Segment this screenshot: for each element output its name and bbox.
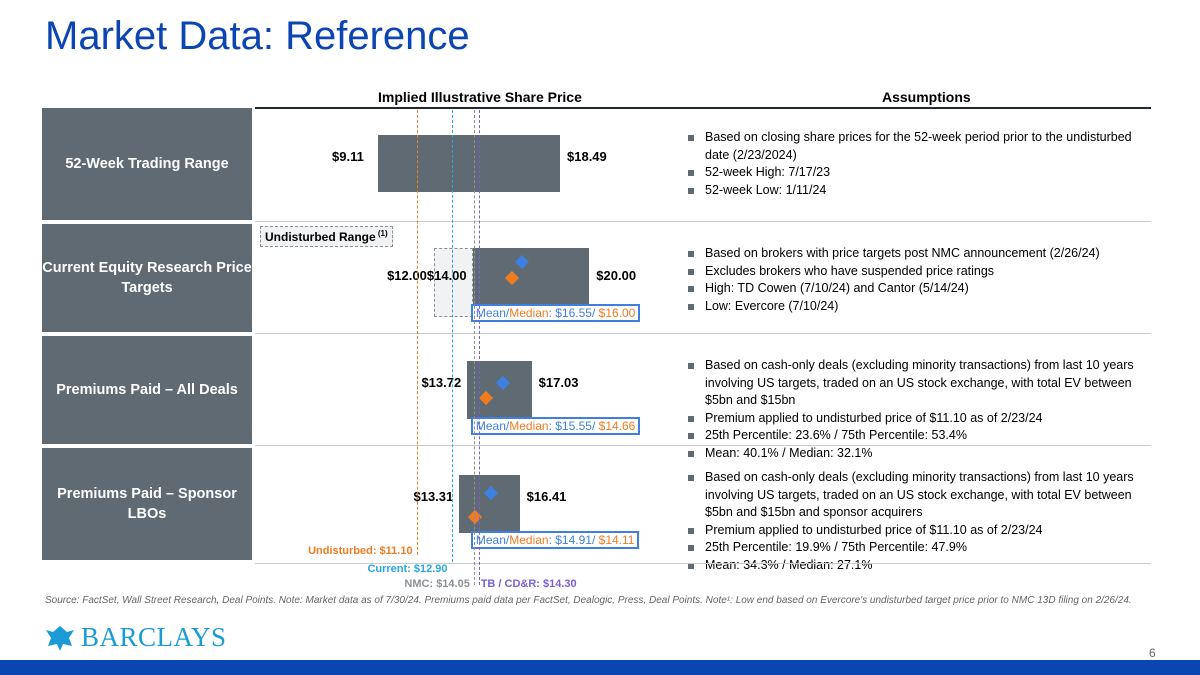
reference-line-label: Undisturbed: $11.10	[308, 545, 413, 557]
range-bar	[378, 135, 560, 192]
assumption-item: 25th Percentile: 19.9% / 75th Percentile…	[686, 539, 1156, 557]
low-label: $13.31	[413, 489, 454, 504]
row-label: Premiums Paid – Sponsor LBOs	[42, 448, 252, 560]
assumption-item: 25th Percentile: 23.6% / 75th Percentile…	[686, 427, 1156, 445]
low-label: $13.72	[421, 375, 462, 390]
assumption-item: Premium applied to undisturbed price of …	[686, 522, 1156, 540]
mean-median-part: $16.00	[598, 306, 636, 320]
chart-header: Implied Illustrative Share Price	[378, 89, 582, 105]
footnote: Source: FactSet, Wall Street Research, D…	[45, 595, 1132, 606]
page-number: 6	[1149, 646, 1156, 660]
assumptions-list: Based on brokers with price targets post…	[686, 245, 1156, 315]
row-divider	[255, 445, 1151, 446]
mean-median-part: Mean/	[475, 419, 510, 433]
mean-median-part: Median	[509, 419, 549, 433]
mean-median-part: $14.11	[598, 533, 635, 547]
row-label: 52-Week Trading Range	[42, 108, 252, 220]
reference-line	[451, 110, 453, 562]
assumption-item: Excludes brokers who have suspended pric…	[686, 263, 1156, 281]
bottom-divider	[255, 563, 1151, 564]
assumptions-list: Based on cash-only deals (excluding mino…	[686, 357, 1156, 462]
mean-median-label: Mean/Median: $14.91/ $14.11	[470, 531, 640, 549]
ext-low-label: $12.00	[387, 267, 427, 283]
assumption-item: Mean: 40.1% / Median: 32.1%	[686, 445, 1156, 463]
assumption-item: Based on cash-only deals (excluding mino…	[686, 469, 1156, 522]
assumptions-list: Based on cash-only deals (excluding mino…	[686, 469, 1156, 574]
row-divider	[255, 221, 1151, 222]
range-bar	[459, 475, 520, 533]
range-bar	[467, 361, 532, 419]
high-label: $16.41	[526, 489, 567, 504]
assumption-item: 52-week Low: 1/11/24	[686, 182, 1156, 200]
mean-median-part: Mean/	[475, 533, 510, 547]
undisturbed-range-legend: Undisturbed Range (1)	[260, 226, 393, 247]
high-label: $18.49	[567, 148, 607, 164]
reference-line-label: Current: $12.90	[367, 563, 448, 575]
reference-line	[478, 110, 480, 585]
assumption-item: Low: Evercore (7/10/24)	[686, 298, 1156, 316]
mean-median-part: : $15.55/	[548, 419, 599, 433]
assumption-item: Mean: 34.3% / Median: 27.1%	[686, 557, 1156, 575]
mean-median-label: Mean/Median: $15.55/ $14.66	[470, 417, 641, 435]
mean-median-part: : $14.91/	[548, 533, 599, 547]
page-title: Market Data: Reference	[45, 14, 470, 58]
mean-median-part: Mean/	[475, 306, 510, 320]
eagle-icon	[46, 625, 74, 651]
low-label: $14.00	[426, 267, 467, 283]
assumption-item: Premium applied to undisturbed price of …	[686, 410, 1156, 428]
assumption-item: Based on closing share prices for the 52…	[686, 129, 1156, 164]
logo-text: BARCLAYS	[81, 622, 227, 652]
mean-median-part: : $16.55/	[548, 306, 599, 320]
low-label: $9.11	[332, 148, 364, 164]
assumption-item: High: TD Cowen (7/10/24) and Cantor (5/1…	[686, 280, 1156, 298]
assumption-item: 52-week High: 7/17/23	[686, 164, 1156, 182]
barclays-logo: BARCLAYS	[45, 622, 227, 653]
row-divider	[255, 333, 1151, 334]
high-label: $17.03	[538, 375, 579, 390]
reference-line-label: NMC: $14.05	[404, 578, 470, 590]
mean-median-part: $14.66	[598, 419, 636, 433]
mean-median-part: Median	[509, 533, 549, 547]
row-label: Current Equity Research Price Targets	[42, 224, 252, 332]
mean-median-label: Mean/Median: $16.55/ $16.00	[470, 304, 641, 322]
mean-median-part: Median	[509, 306, 549, 320]
assumption-item: Based on cash-only deals (excluding mino…	[686, 357, 1156, 410]
assumptions-header: Assumptions	[882, 89, 971, 105]
assumption-item: Based on brokers with price targets post…	[686, 245, 1156, 263]
footer-bar	[0, 660, 1200, 675]
reference-line	[473, 110, 475, 585]
reference-line-label: TB / CD&R: $14.30	[480, 578, 577, 590]
reference-line	[416, 110, 418, 555]
row-label: Premiums Paid – All Deals	[42, 336, 252, 444]
assumptions-list: Based on closing share prices for the 52…	[686, 129, 1156, 199]
undisturbed-range-bar	[434, 248, 473, 317]
high-label: $20.00	[596, 267, 637, 283]
header-divider	[255, 107, 1151, 109]
